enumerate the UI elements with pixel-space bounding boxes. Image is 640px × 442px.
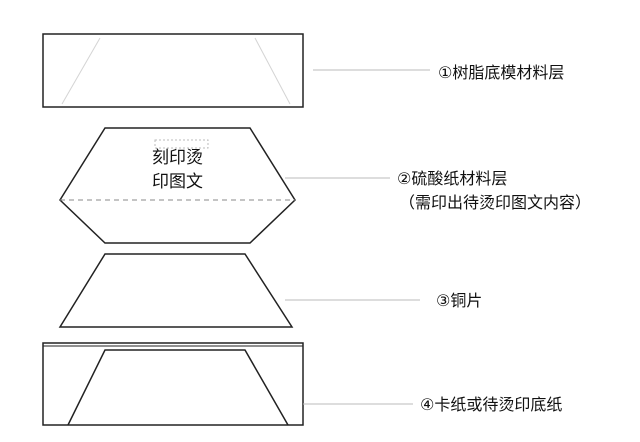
label-layer-1: ①树脂底模材料层: [438, 63, 565, 82]
engrave-text-line-1: 刻印烫: [152, 148, 203, 168]
label-layer-3: ③铜片: [436, 291, 483, 310]
copper-sheet-trapezoid: [58, 253, 294, 328]
layer-1-resin-base: [42, 33, 430, 108]
layer-2-sulfate-paper: [59, 127, 390, 244]
resin-base-rect: [42, 33, 304, 108]
layer-3-copper-sheet: [58, 253, 420, 328]
cardboard-rect: [42, 342, 304, 426]
layer-4-cardboard: [42, 342, 413, 426]
label-layer-4: ④卡纸或待烫印底纸: [420, 395, 563, 414]
resin-faint-line-left: [61, 37, 101, 105]
cardboard-cutout: [67, 349, 289, 426]
sublabel-layer-2: （需印出待烫印图文内容）: [399, 193, 592, 212]
label-layer-2: ②硫酸纸材料层: [397, 169, 508, 188]
text-area-marker: [154, 139, 209, 149]
engrave-text-line-2: 印图文: [152, 172, 203, 192]
resin-faint-line-right: [254, 37, 291, 105]
